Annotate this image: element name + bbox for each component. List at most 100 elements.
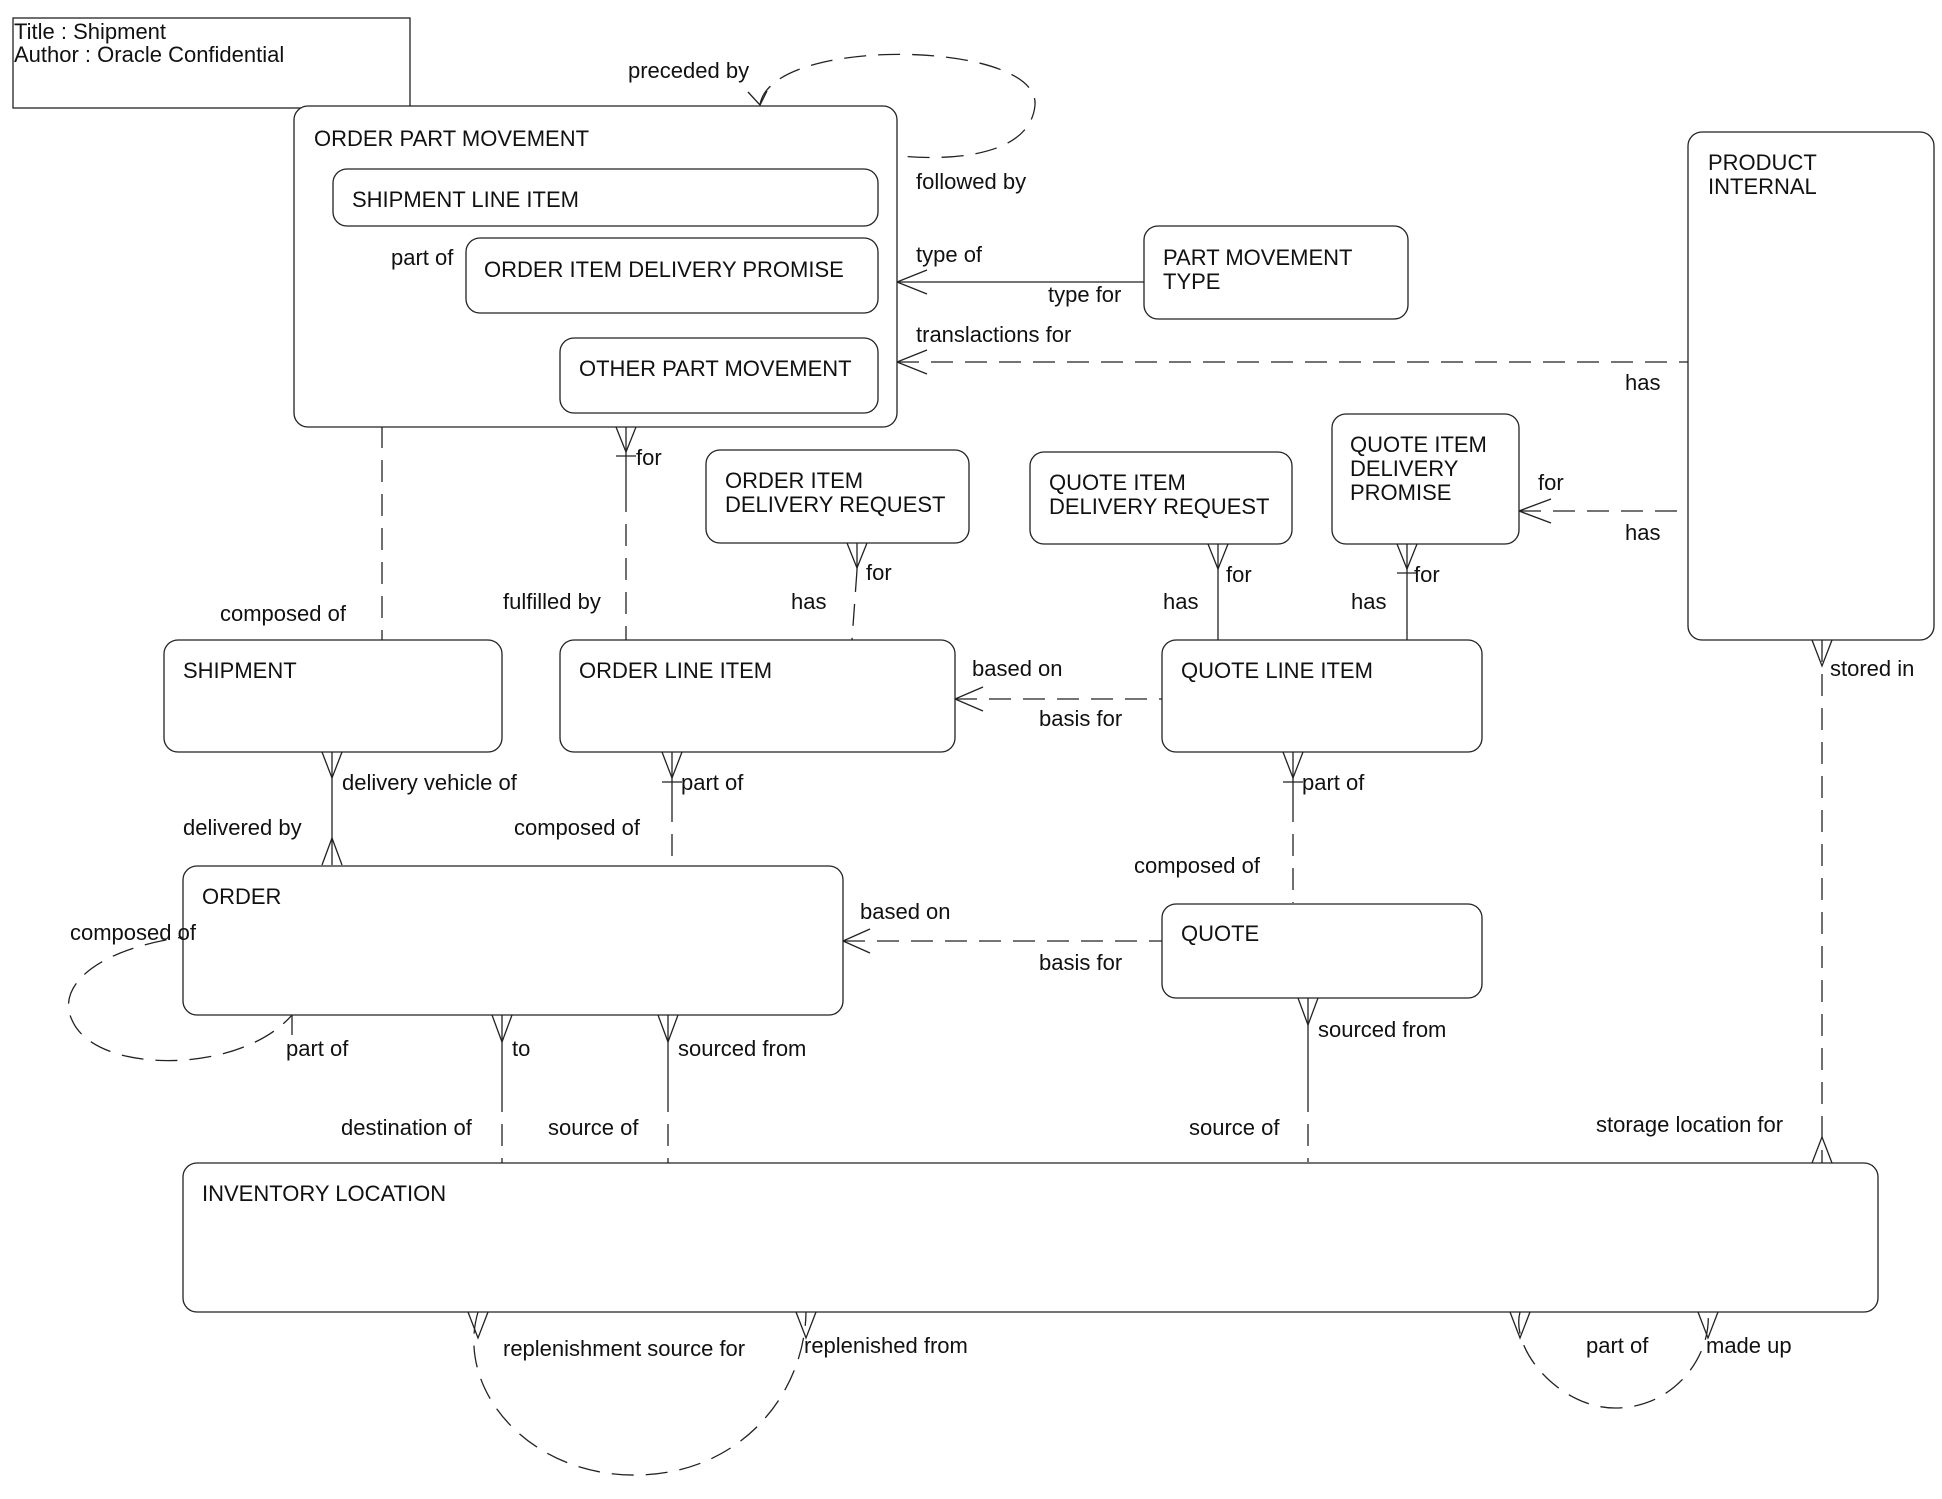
label-basis-for-qli: basis for <box>1039 706 1122 731</box>
label-replenishment-source-for: replenishment source for <box>503 1336 745 1361</box>
label-delivery-vehicle-of: delivery vehicle of <box>342 770 518 795</box>
quote-item-delivery-request-label-1: QUOTE ITEM <box>1049 470 1186 495</box>
label-part-of-shipment-line: part of <box>391 245 454 270</box>
entity-product-internal[interactable]: PRODUCT INTERNAL <box>1687 131 1935 641</box>
quote-line-item-box <box>1161 639 1483 753</box>
quote-item-delivery-request-label-2: DELIVERY REQUEST <box>1049 494 1269 519</box>
entity-order-item-delivery-promise[interactable]: ORDER ITEM DELIVERY PROMISE <box>465 237 879 314</box>
label-sourced-from-order: sourced from <box>678 1036 806 1061</box>
label-has-oidr: has <box>791 589 826 614</box>
order-part-movement-label: ORDER PART MOVEMENT <box>314 126 589 151</box>
opm-oli-crowsfoot <box>615 426 637 454</box>
entity-order[interactable]: ORDER <box>182 865 844 1016</box>
label-fulfilled-by: fulfilled by <box>503 589 601 614</box>
shipment-crowsfoot <box>321 751 343 780</box>
entity-quote-item-delivery-request[interactable]: QUOTE ITEM DELIVERY REQUEST <box>1029 451 1293 545</box>
shipment-label: SHIPMENT <box>183 658 297 683</box>
order-delivered-crowsfoot <box>321 836 343 866</box>
label-made-up: made up <box>1706 1333 1792 1358</box>
label-storage-location-for: storage location for <box>1596 1112 1783 1137</box>
label-part-of-order-self: part of <box>286 1036 349 1061</box>
relationship-labels: preceded by followed by type of type for… <box>70 58 1914 1361</box>
entity-order-line-item[interactable]: ORDER LINE ITEM <box>559 639 956 753</box>
label-for-oidr: for <box>866 560 892 585</box>
entity-other-part-movement[interactable]: OTHER PART MOVEMENT <box>559 337 879 414</box>
label-based-on-order: based on <box>860 899 951 924</box>
label-composed-of-quote: composed of <box>1134 853 1261 878</box>
quote-box <box>1161 903 1483 999</box>
label-part-of-inventory-self: part of <box>1586 1333 1649 1358</box>
label-part-of-qli: part of <box>1302 770 1365 795</box>
inventory-storage-crowsfoot <box>1811 1135 1833 1164</box>
order-dest-crowsfoot <box>491 1014 513 1044</box>
entity-order-item-delivery-request[interactable]: ORDER ITEM DELIVERY REQUEST <box>705 449 970 544</box>
inventory-partof-loop <box>1518 1311 1709 1409</box>
order-source-crowsfoot <box>657 1014 679 1044</box>
oidr-crowsfoot <box>846 542 868 570</box>
quote-item-delivery-promise-label-1: QUOTE ITEM <box>1350 432 1487 457</box>
label-translactions-for: translactions for <box>916 322 1071 347</box>
product-crowsfoot <box>1811 639 1833 668</box>
product-internal-box <box>1687 131 1935 641</box>
shipment-line-item-label: SHIPMENT LINE ITEM <box>352 187 579 212</box>
other-part-movement-label: OTHER PART MOVEMENT <box>579 356 852 381</box>
qidr-crowsfoot <box>1207 543 1229 571</box>
label-delivered-by: delivered by <box>183 815 302 840</box>
quote-item-delivery-promise-label-3: PROMISE <box>1350 480 1451 505</box>
opm-self-loop <box>759 53 1036 159</box>
label-to: to <box>512 1036 530 1061</box>
quote-label: QUOTE <box>1181 921 1259 946</box>
label-for-qidr: for <box>1226 562 1252 587</box>
order-box <box>182 865 844 1016</box>
title-block-frame <box>12 17 411 109</box>
qidp-crowsfoot <box>1396 543 1418 571</box>
diagram-title: Title : Shipment <box>14 19 166 44</box>
quote-source-crowsfoot <box>1297 997 1319 1027</box>
replenish-crowsfoot-left <box>467 1311 489 1340</box>
product-internal-label-2: INTERNAL <box>1708 174 1817 199</box>
label-sourced-from-quote: sourced from <box>1318 1017 1446 1042</box>
opm-self-crowsfoot <box>747 90 768 107</box>
label-basis-for-quote: basis for <box>1039 950 1122 975</box>
replenish-crowsfoot-right <box>795 1311 817 1340</box>
entity-quote[interactable]: QUOTE <box>1161 903 1483 999</box>
quote-item-delivery-promise-box <box>1331 413 1520 545</box>
label-source-of-quote: source of <box>1189 1115 1280 1140</box>
entity-part-movement-type[interactable]: PART MOVEMENT TYPE <box>1143 225 1409 320</box>
label-for-qidp: for <box>1414 562 1440 587</box>
entity-shipment[interactable]: SHIPMENT <box>163 639 503 753</box>
order-self-loop <box>67 934 293 1062</box>
label-composed-of-order: composed of <box>514 815 641 840</box>
order-line-item-label: ORDER LINE ITEM <box>579 658 772 683</box>
label-preceded-by: preceded by <box>628 58 749 83</box>
label-type-of: type of <box>916 242 983 267</box>
inventory-location-label: INVENTORY LOCATION <box>202 1181 446 1206</box>
label-for-qidp-product: for <box>1538 470 1564 495</box>
entity-quote-item-delivery-promise[interactable]: QUOTE ITEM DELIVERY PROMISE <box>1331 413 1520 545</box>
order-item-delivery-request-label-2: DELIVERY REQUEST <box>725 492 945 517</box>
order-item-delivery-request-label-1: ORDER ITEM <box>725 468 863 493</box>
other-part-movement-box <box>559 337 879 414</box>
partof-crowsfoot-left <box>1509 1311 1531 1340</box>
oidr-line-dash <box>851 569 858 641</box>
label-part-of-oli: part of <box>681 770 744 795</box>
order-item-delivery-request-box <box>705 449 970 544</box>
part-movement-type-label-1: PART MOVEMENT <box>1163 245 1352 270</box>
label-type-for: type for <box>1048 282 1121 307</box>
part-movement-type-label-2: TYPE <box>1163 269 1220 294</box>
entity-shipment-line-item[interactable]: SHIPMENT LINE ITEM <box>332 168 879 227</box>
order-label: ORDER <box>202 884 281 909</box>
order-line-item-box <box>559 639 956 753</box>
label-composed-of-order-self: composed of <box>70 920 197 945</box>
diagram-author: Author : Oracle Confidential <box>14 42 284 67</box>
shipment-line-item-box <box>332 168 879 227</box>
label-replenished-from: replenished from <box>804 1333 968 1358</box>
entity-inventory-location[interactable]: INVENTORY LOCATION <box>182 1162 1879 1313</box>
quote-item-delivery-promise-label-2: DELIVERY <box>1350 456 1459 481</box>
title-block: Title : Shipment Author : Oracle Confide… <box>12 17 411 109</box>
shipment-box <box>163 639 503 753</box>
label-composed-of-shipment: composed of <box>220 601 347 626</box>
entity-quote-line-item[interactable]: QUOTE LINE ITEM <box>1161 639 1483 753</box>
qli-quote-crowsfoot <box>1282 751 1304 780</box>
label-product-has-top: has <box>1625 370 1660 395</box>
